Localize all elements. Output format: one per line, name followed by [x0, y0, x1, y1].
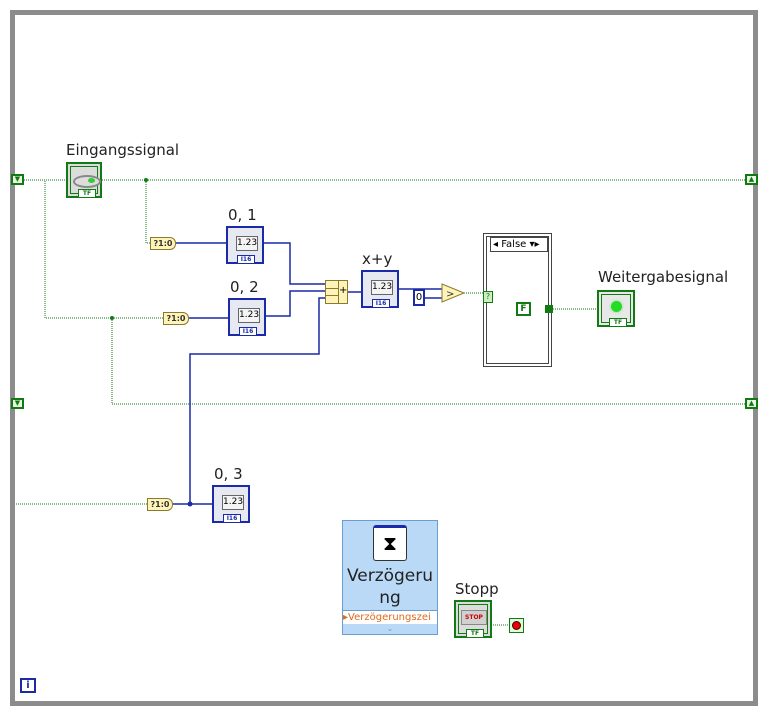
stop-if-true-icon: [512, 621, 521, 630]
indicator-sum-label: x+y: [362, 250, 393, 268]
output-tunnel: [545, 305, 553, 313]
delay-title: Verzögerung: [346, 566, 434, 608]
case-selector-label[interactable]: ◂ False ▾▸: [490, 237, 548, 252]
bool-to-num-01[interactable]: ?1:0: [150, 237, 176, 250]
indicator-01-label: 0, 1: [228, 206, 257, 224]
hourglass-icon: ⧗: [373, 525, 407, 561]
expand-chevron-icon[interactable]: ⌄: [386, 624, 394, 633]
led-icon: [611, 301, 622, 312]
wire-01: [175, 242, 325, 285]
case-selector-terminal[interactable]: ?: [483, 291, 493, 303]
stopp-terminal[interactable]: STOP TF: [454, 600, 492, 638]
false-constant[interactable]: F: [516, 302, 531, 316]
compare-symbol: >: [446, 289, 454, 300]
wire-02: [187, 290, 325, 319]
shift-register-right-1[interactable]: ▲: [745, 174, 758, 185]
delay-input: ▸Verzögerungszei: [343, 610, 437, 624]
delay-express-vi[interactable]: ⧗ Verzögerung ▸Verzögerungszei ⌄: [342, 520, 438, 635]
constant-zero[interactable]: 0: [413, 289, 425, 306]
weitergabesignal-label: Weitergabesignal: [598, 268, 729, 286]
while-loop[interactable]: [10, 10, 758, 706]
shift-register-left-1[interactable]: ▼: [11, 174, 24, 185]
bool-to-num-03[interactable]: ?1:0: [147, 498, 173, 511]
stopp-label: Stopp: [455, 580, 499, 598]
weitergabesignal-terminal[interactable]: TF: [597, 290, 635, 327]
indicator-02-label: 0, 2: [230, 278, 259, 296]
eingangssignal-terminal[interactable]: TF: [66, 162, 102, 198]
compare-node: [441, 283, 466, 303]
wire-branch-02: [24, 179, 163, 319]
wire-branch-01: [145, 180, 150, 244]
eingangssignal-label: Eingangssignal: [66, 141, 180, 159]
indicator-03-label: 0, 3: [214, 465, 243, 483]
bool-to-num-02[interactable]: ?1:0: [163, 312, 189, 325]
loop-condition-terminal[interactable]: [509, 618, 524, 633]
case-structure[interactable]: ◂ False ▾▸ ? F: [483, 233, 553, 367]
toggle-icon: [73, 175, 101, 188]
shift-register-right-2[interactable]: ▲: [745, 398, 758, 409]
iteration-terminal: i: [20, 678, 36, 693]
compound-add-node[interactable]: +: [325, 280, 348, 304]
shift-register-left-2[interactable]: ▼: [11, 398, 24, 409]
wire-shift-2: [111, 318, 745, 405]
